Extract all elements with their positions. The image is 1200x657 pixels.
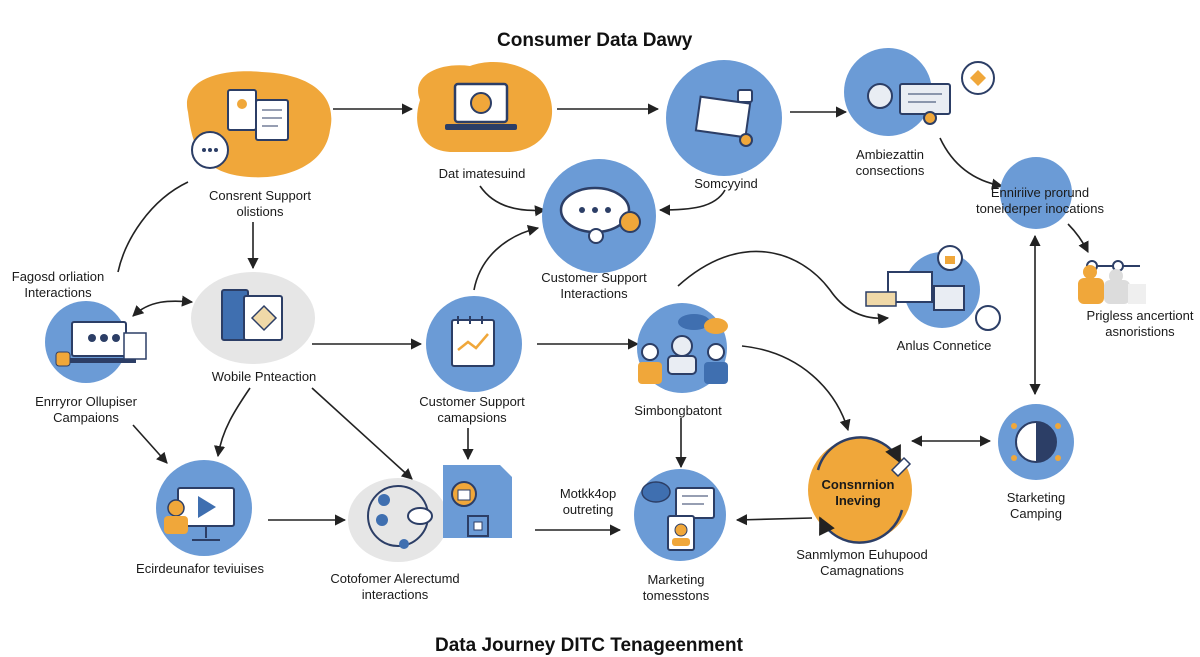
enrypror-node[interactable] [45,301,147,383]
notepad-chart-icon [451,316,495,367]
starketing-node[interactable] [998,404,1074,480]
security-label: Somcyyind [694,176,758,191]
team-icon [638,314,728,384]
chat-bubble-icon [559,186,641,244]
ambiezation-node[interactable] [844,48,995,136]
diagram-title: Consumer Data Dawy [497,30,693,51]
laptop-icon [445,82,517,130]
user-form-icon [227,89,289,141]
enrichive-node[interactable] [1000,157,1072,229]
blue-circle-icon [1000,157,1072,229]
arrow-conversion-to-marketing [735,514,813,526]
mobile-label: Wobile Pnteaction [211,369,317,384]
arrow-enrypror-to-education [132,424,168,464]
prigless-node[interactable] [1078,260,1146,304]
presentation-laptop-icon [55,321,147,367]
marketing-node[interactable] [634,469,726,561]
security-node[interactable] [666,60,782,176]
dashboard-icon [865,245,1001,331]
education-label: Ecirdeunafor teviuises [136,561,264,576]
arrow-mobile-to-cotofomer [311,387,413,480]
education-node[interactable] [156,460,252,556]
connectors [117,103,1089,536]
consent-node[interactable] [186,71,332,178]
arrow-simbong-to-conversion [741,345,851,432]
footer-title: Data Journey DITC Tenageenment [435,635,743,656]
line-consent-to-fagosd [117,181,189,273]
conversion-cycle-icon [816,436,912,544]
profile-chat-icon [867,61,995,125]
arrow-enrichive-to-prigless [1067,223,1089,254]
people-slider-icon [1078,260,1146,304]
simbongbat-node[interactable] [637,303,728,393]
arrow-mobile-to-enrypror [214,387,251,458]
anlus-node[interactable] [865,245,1001,331]
arrow-ambiezation-to-enrichive [939,137,1004,190]
tablet-document-icon [221,289,283,341]
mobile-node[interactable] [191,272,315,364]
arrow-datalabel-to-support [479,185,547,217]
data-management-node[interactable] [417,62,553,152]
arrow-support-from-mid [473,224,540,291]
video-presenter-icon [164,487,235,541]
customer-support-top-node[interactable] [542,159,656,273]
simbongbat-label: Simbongbatont [634,403,722,418]
cloud-network-icon [367,485,433,549]
anlus-label: Anlus Connetice [896,338,992,353]
arrow-to-anlus [677,250,890,325]
data-management-label: Dat imatesuind [438,166,526,181]
lock-document-icon [443,465,512,538]
documents-person-icon [641,481,715,551]
keyboard-lock-icon [694,89,753,147]
arrow-security-to-support [658,189,726,216]
cotofomer-node[interactable] [348,465,512,562]
customer-support-mid-node[interactable] [426,296,522,392]
target-icon [1011,421,1061,463]
arrow-mobile-enrypror [132,295,194,317]
conversion-node[interactable] [808,436,912,544]
